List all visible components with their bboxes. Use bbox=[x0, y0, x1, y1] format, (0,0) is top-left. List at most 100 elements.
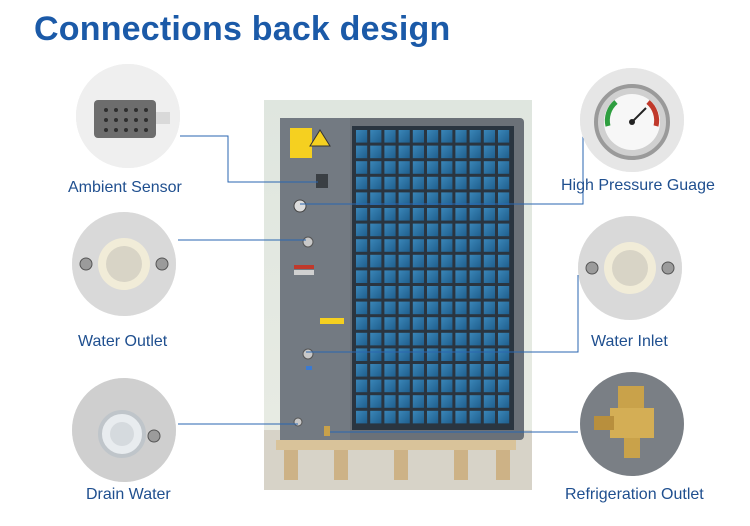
fin-cell bbox=[356, 332, 368, 346]
fin-cell bbox=[398, 145, 410, 159]
fin-cell bbox=[483, 348, 495, 361]
fin-cell bbox=[398, 410, 410, 424]
fin-cell bbox=[412, 223, 424, 237]
fin-cell bbox=[384, 176, 396, 190]
fin-cell bbox=[469, 192, 481, 205]
fin-cell bbox=[483, 145, 495, 159]
fin-cell bbox=[498, 145, 510, 159]
fin-cell bbox=[469, 348, 481, 361]
fin-cell bbox=[412, 161, 424, 174]
fin-cell bbox=[370, 208, 382, 221]
fin-cell bbox=[441, 239, 453, 252]
fin-cell bbox=[398, 301, 410, 315]
fin-cell bbox=[469, 239, 481, 252]
fin-cell bbox=[384, 145, 396, 159]
fin-cell bbox=[412, 270, 424, 283]
fin-cell bbox=[483, 317, 495, 330]
fin-cell bbox=[370, 239, 382, 252]
fin-cell bbox=[469, 301, 481, 315]
fin-cell bbox=[483, 410, 495, 424]
fin-cell bbox=[412, 130, 424, 143]
fin-cell bbox=[498, 270, 510, 283]
fin-cell bbox=[370, 348, 382, 361]
fin-cell bbox=[427, 379, 439, 393]
fin-cell bbox=[498, 364, 510, 377]
fin-cell bbox=[498, 332, 510, 346]
fin-cell bbox=[370, 254, 382, 268]
fin-cell bbox=[441, 223, 453, 237]
fin-cell bbox=[384, 301, 396, 315]
fin-cell bbox=[356, 208, 368, 221]
fin-cell bbox=[398, 254, 410, 268]
fin-cell bbox=[498, 130, 510, 143]
fin-cell bbox=[370, 317, 382, 330]
fin-cell bbox=[498, 286, 510, 299]
fin-cell bbox=[412, 395, 424, 408]
fin-cell bbox=[498, 254, 510, 268]
fin-cell bbox=[441, 130, 453, 143]
fin-cell bbox=[398, 176, 410, 190]
fin-cell bbox=[441, 208, 453, 221]
fin-cell bbox=[384, 348, 396, 361]
refrigeration-outlet-image bbox=[580, 372, 684, 476]
fin-cell bbox=[427, 239, 439, 252]
fin-cell bbox=[370, 286, 382, 299]
fin-cell bbox=[370, 332, 382, 346]
fin-cell bbox=[412, 317, 424, 330]
fin-cell bbox=[412, 239, 424, 252]
refrigeration-outlet-label: Refrigeration Outlet bbox=[565, 486, 704, 503]
heat-pump-unit-image bbox=[264, 100, 532, 490]
fin-cell bbox=[469, 317, 481, 330]
fin-cell bbox=[356, 161, 368, 174]
fin-cell bbox=[498, 176, 510, 190]
fin-cell bbox=[370, 145, 382, 159]
fin-cell bbox=[427, 317, 439, 330]
fin-cell bbox=[498, 223, 510, 237]
fin-cell bbox=[469, 395, 481, 408]
fin-cell bbox=[398, 395, 410, 408]
fin-cell bbox=[398, 379, 410, 393]
fin-cell bbox=[356, 348, 368, 361]
fin-cell bbox=[384, 192, 396, 205]
fin-cell bbox=[455, 332, 467, 346]
fin-cell bbox=[441, 192, 453, 205]
fin-cell bbox=[356, 317, 368, 330]
fin-cell bbox=[427, 130, 439, 143]
fin-cell bbox=[412, 208, 424, 221]
fin-cell bbox=[427, 332, 439, 346]
fin-cell bbox=[356, 286, 368, 299]
fin-cell bbox=[483, 270, 495, 283]
fin-cell bbox=[370, 364, 382, 377]
fin-cell bbox=[356, 379, 368, 393]
water-inlet-image bbox=[578, 216, 682, 320]
fin-cell bbox=[384, 239, 396, 252]
fin-cell bbox=[427, 254, 439, 268]
fin-cell bbox=[384, 286, 396, 299]
fin-cell bbox=[455, 145, 467, 159]
fin-cell bbox=[427, 286, 439, 299]
fin-cell bbox=[370, 379, 382, 393]
fin-cell bbox=[483, 332, 495, 346]
water-outlet-label: Water Outlet bbox=[78, 333, 168, 350]
fin-cell bbox=[483, 301, 495, 315]
fin-cell bbox=[398, 270, 410, 283]
fin-cell bbox=[412, 301, 424, 315]
fin-cell bbox=[398, 192, 410, 205]
fin-cell bbox=[498, 348, 510, 361]
high-pressure-gauge-image bbox=[580, 68, 684, 172]
fin-cell bbox=[412, 286, 424, 299]
fin-cell bbox=[498, 317, 510, 330]
fin-cell bbox=[398, 161, 410, 174]
high-pressure-gauge-label: High Pressure Guage bbox=[561, 177, 715, 194]
fin-cell bbox=[398, 364, 410, 377]
fin-cell bbox=[356, 192, 368, 205]
fin-cell bbox=[356, 254, 368, 268]
fin-cell bbox=[455, 254, 467, 268]
fin-cell bbox=[441, 145, 453, 159]
fin-cell bbox=[469, 130, 481, 143]
fin-cell bbox=[483, 379, 495, 393]
fin-cell bbox=[469, 208, 481, 221]
fin-cell bbox=[455, 239, 467, 252]
water-inlet-label: Water Inlet bbox=[591, 333, 668, 350]
fin-cell bbox=[455, 364, 467, 377]
